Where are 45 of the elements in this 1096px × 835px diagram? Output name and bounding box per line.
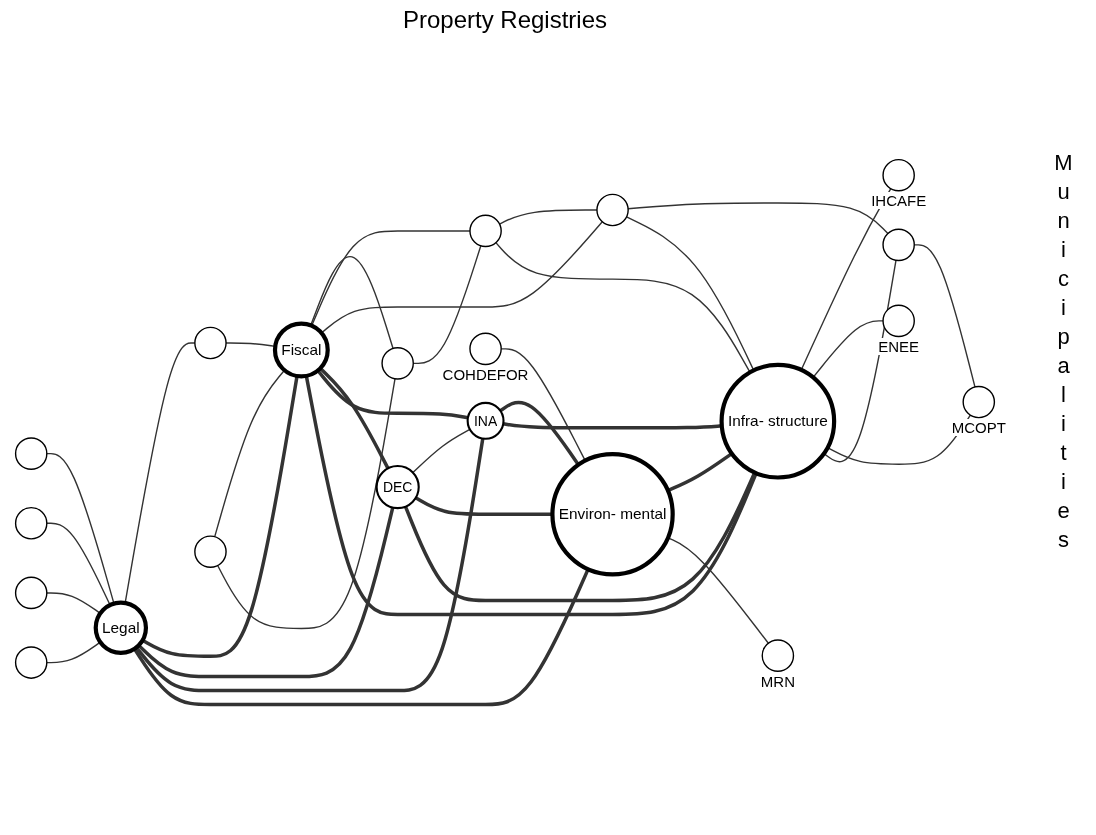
node-circle [14, 506, 48, 540]
connector [498, 208, 598, 225]
connector [403, 471, 757, 602]
node-circle [962, 385, 996, 418]
connector [46, 591, 101, 614]
connector [412, 428, 471, 473]
node-circle [14, 576, 48, 609]
node-circle [882, 228, 915, 261]
node-caption: ENEE [878, 338, 919, 356]
node-circle: Environ- mental [550, 451, 675, 576]
node-circle [194, 326, 227, 359]
node-circle [882, 158, 915, 192]
group-label: Property Registries [402, 6, 608, 33]
node-circle [882, 304, 915, 337]
node-circle [469, 214, 502, 247]
connector [627, 201, 889, 234]
connector [310, 255, 394, 349]
node-circle [761, 638, 795, 672]
node-caption: MCOPT [951, 419, 1006, 437]
node-circle: INA [466, 401, 505, 440]
connector [214, 369, 286, 537]
connector [46, 641, 101, 663]
node-circle [194, 534, 227, 568]
node-circle [381, 346, 414, 380]
connector [667, 451, 733, 492]
node-circle: DEC [375, 464, 420, 509]
connector [46, 452, 115, 604]
connector [495, 241, 751, 373]
connector [217, 377, 396, 629]
connector [499, 400, 580, 466]
node-circle [469, 332, 502, 365]
node-circle [596, 193, 629, 226]
node-circle [14, 645, 48, 679]
connector [137, 506, 395, 678]
connector [320, 220, 603, 334]
node-circle: Fiscal [272, 321, 330, 378]
connector [667, 536, 770, 644]
node-circle [14, 436, 48, 470]
node-circle: Legal [93, 600, 149, 655]
connector [812, 319, 884, 378]
group-label: Municipalities [1050, 150, 1076, 556]
connector [319, 366, 390, 469]
node-caption: IHCAFE [871, 192, 927, 210]
node-circle: Infra- structure [719, 362, 837, 480]
connector [135, 437, 485, 692]
